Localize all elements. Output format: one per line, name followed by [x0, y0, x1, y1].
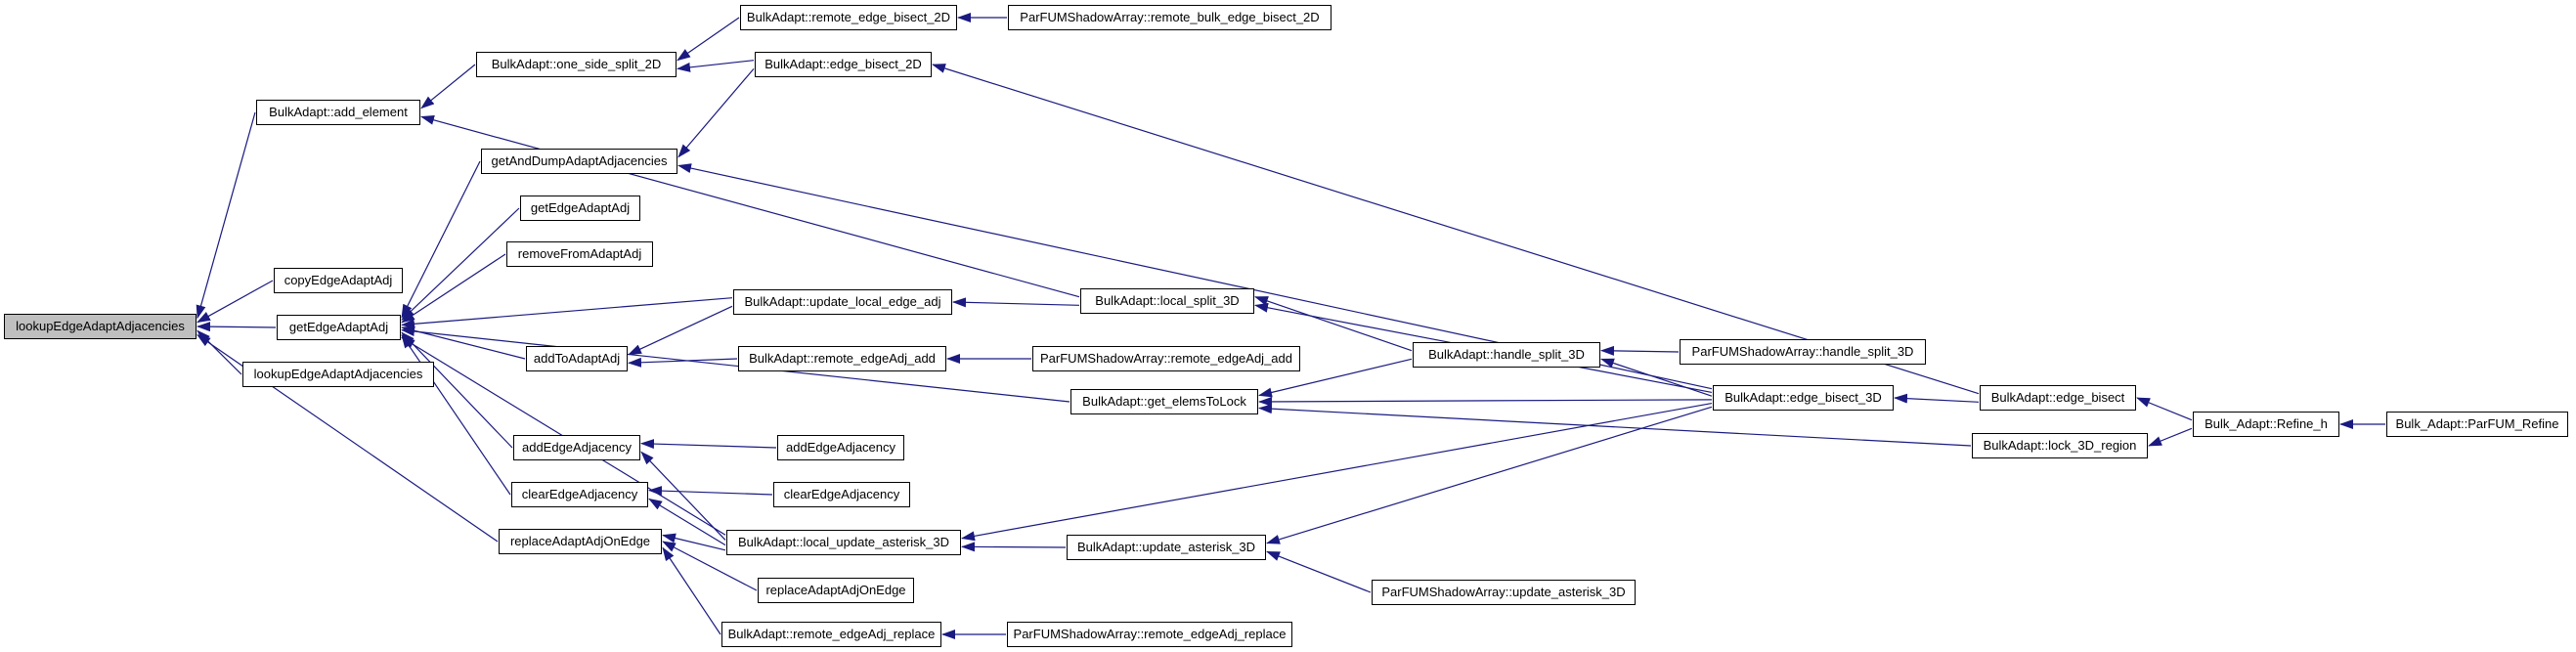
- graph-node-getanddumpadaptadjacencies[interactable]: getAndDumpAdaptAdjacencies: [481, 149, 677, 174]
- graph-node-bulkadapt-update-asterisk-3d[interactable]: BulkAdapt::update_asterisk_3D: [1067, 535, 1266, 560]
- call-edge-n26-n11: [401, 331, 513, 449]
- graph-node-parfumshadowarray-update-asterisk-3d[interactable]: ParFUMShadowArray::update_asterisk_3D: [1372, 580, 1636, 605]
- call-edge-n8-n11: [401, 207, 520, 321]
- call-edge-n36-n32: [1266, 550, 1372, 593]
- graph-node-addedgeadjacency[interactable]: addEdgeAdjacency: [513, 435, 640, 460]
- graph-node-clearedgeadjacency[interactable]: clearEdgeAdjacency: [511, 482, 648, 507]
- graph-node-bulkadapt-remote-edgeadj-replace[interactable]: BulkAdapt::remote_edgeAdj_replace: [721, 622, 941, 647]
- call-edge-n20-n18: [1600, 345, 1680, 356]
- graph-node-parfumshadowarray-handle-split-3d[interactable]: ParFUMShadowArray::handle_split_3D: [1680, 339, 1926, 365]
- call-edge-n2-n1: [196, 111, 256, 320]
- call-edge-n12-n1: [196, 329, 242, 375]
- graph-node-bulkadapt-handle-split-3d[interactable]: BulkAdapt::handle_split_3D: [1413, 342, 1600, 368]
- call-edge-n13-n11: [401, 297, 733, 329]
- call-edge-n21-n32: [1266, 406, 1713, 544]
- call-edge-n6-n3: [677, 60, 755, 72]
- call-edge-n32-n31: [961, 542, 1067, 552]
- graph-node-parfumshadowarray-remote-edgeadj-replace[interactable]: ParFUMShadowArray::remote_edgeAdj_replac…: [1007, 622, 1292, 647]
- graph-node-bulkadapt-remote-edgeadj-add[interactable]: BulkAdapt::remote_edgeAdj_add: [738, 346, 946, 371]
- call-edge-n15-n14: [628, 357, 738, 368]
- graph-node-bulkadapt-add-element[interactable]: BulkAdapt::add_element: [256, 100, 420, 125]
- graph-node-bulkadapt-edge-bisect-2d[interactable]: BulkAdapt::edge_bisect_2D: [755, 52, 932, 77]
- call-edge-n30-n27: [648, 486, 773, 497]
- graph-node-bulkadapt-edge-bisect[interactable]: BulkAdapt::edge_bisect: [1980, 385, 2136, 411]
- call-edge-n33-n28: [662, 541, 758, 591]
- graph-node-addedgeadjacency[interactable]: addEdgeAdjacency: [777, 435, 904, 460]
- call-edge-n22-n21: [1894, 393, 1980, 404]
- graph-node-bulkadapt-remote-edge-bisect-2d[interactable]: BulkAdapt::remote_edge_bisect_2D: [740, 5, 957, 30]
- call-edge-n17-n2: [420, 114, 1080, 298]
- call-edge-n11-n1: [196, 322, 277, 332]
- graph-node-removefromadaptadj[interactable]: removeFromAdaptAdj: [506, 241, 653, 267]
- call-edge-n23-n19: [1258, 404, 1972, 447]
- call-edge-n21-n19: [1258, 396, 1713, 407]
- call-edge-n34-n28: [662, 546, 721, 635]
- call-edge-n31-n26: [640, 451, 726, 541]
- call-edge-n21-n18: [1600, 358, 1713, 397]
- call-edge-n17-n13: [952, 297, 1080, 308]
- call-edge-n29-n26: [640, 439, 777, 450]
- graph-node-addtoadaptadj[interactable]: addToAdaptAdj: [526, 346, 628, 371]
- graph-node-bulkadapt-lock-3d-region[interactable]: BulkAdapt::lock_3D_region: [1972, 433, 2148, 458]
- graph-node-lookupedgeadaptadjacencies[interactable]: lookupEdgeAdaptAdjacencies: [4, 314, 196, 339]
- call-edge-n21-n31: [961, 402, 1713, 542]
- graph-node-bulkadapt-local-update-asterisk-3d[interactable]: BulkAdapt::local_update_asterisk_3D: [726, 530, 961, 555]
- call-edge-n6-n7: [677, 67, 755, 158]
- graph-node-copyedgeadaptadj[interactable]: copyEdgeAdaptAdj: [274, 268, 403, 293]
- call-edge-n28-n1: [196, 334, 499, 543]
- call-edge-n18-n17: [1254, 296, 1413, 352]
- call-edge-n7-n11: [401, 160, 481, 319]
- call-edge-n3-n2: [420, 64, 476, 109]
- call-edge-n9-n11: [401, 253, 506, 324]
- call-edge-n10-n1: [196, 280, 274, 324]
- call-edge-n24-n22: [2136, 397, 2193, 421]
- graph-node-getedgeadaptadj[interactable]: getEdgeAdaptAdj: [277, 315, 401, 340]
- graph-node-replaceadaptadjonedge[interactable]: replaceAdaptAdjOnEdge: [758, 578, 914, 603]
- call-edge-n18-n19: [1258, 358, 1413, 398]
- graph-node-getedgeadaptadj[interactable]: getEdgeAdaptAdj: [520, 196, 640, 221]
- graph-node-parfumshadowarray-remote-bulk-edge-bisect-2d[interactable]: ParFUMShadowArray::remote_bulk_edge_bise…: [1008, 5, 1332, 30]
- graph-node-lookupedgeadaptadjacencies[interactable]: lookupEdgeAdaptAdjacencies: [242, 362, 434, 387]
- graph-node-bulkadapt-update-local-edge-adj[interactable]: BulkAdapt::update_local_edge_adj: [733, 289, 952, 315]
- graph-node-bulkadapt-edge-bisect-3d[interactable]: BulkAdapt::edge_bisect_3D: [1713, 385, 1894, 411]
- call-edge-n19-n11: [401, 326, 1070, 403]
- graph-node-bulkadapt-one-side-split-2d[interactable]: BulkAdapt::one_side_split_2D: [476, 52, 677, 77]
- graph-node-bulkadapt-local-split-3d[interactable]: BulkAdapt::local_split_3D: [1080, 288, 1254, 314]
- call-edge-n13-n14: [628, 305, 733, 356]
- call-edge-n27-n11: [401, 333, 511, 496]
- graph-node-clearedgeadjacency[interactable]: clearEdgeAdjacency: [773, 482, 910, 507]
- call-edge-n31-n28: [662, 533, 726, 551]
- graph-node-bulkadapt-get-elemstolock[interactable]: BulkAdapt::get_elemsToLock: [1070, 389, 1258, 414]
- call-edge-n4-n3: [677, 17, 740, 62]
- graph-node-replaceadaptadjonedge[interactable]: replaceAdaptAdjOnEdge: [499, 529, 662, 554]
- graph-node-bulk-adapt-refine-h[interactable]: Bulk_Adapt::Refine_h: [2193, 412, 2339, 437]
- graph-node-bulk-adapt-parfum-refine[interactable]: Bulk_Adapt::ParFUM_Refine: [2386, 412, 2568, 437]
- graph-node-parfumshadowarray-remote-edgeadj-add[interactable]: ParFUMShadowArray::remote_edgeAdj_add: [1032, 346, 1300, 371]
- call-edge-n31-n27: [648, 498, 726, 546]
- call-edge-n24-n23: [2148, 427, 2193, 447]
